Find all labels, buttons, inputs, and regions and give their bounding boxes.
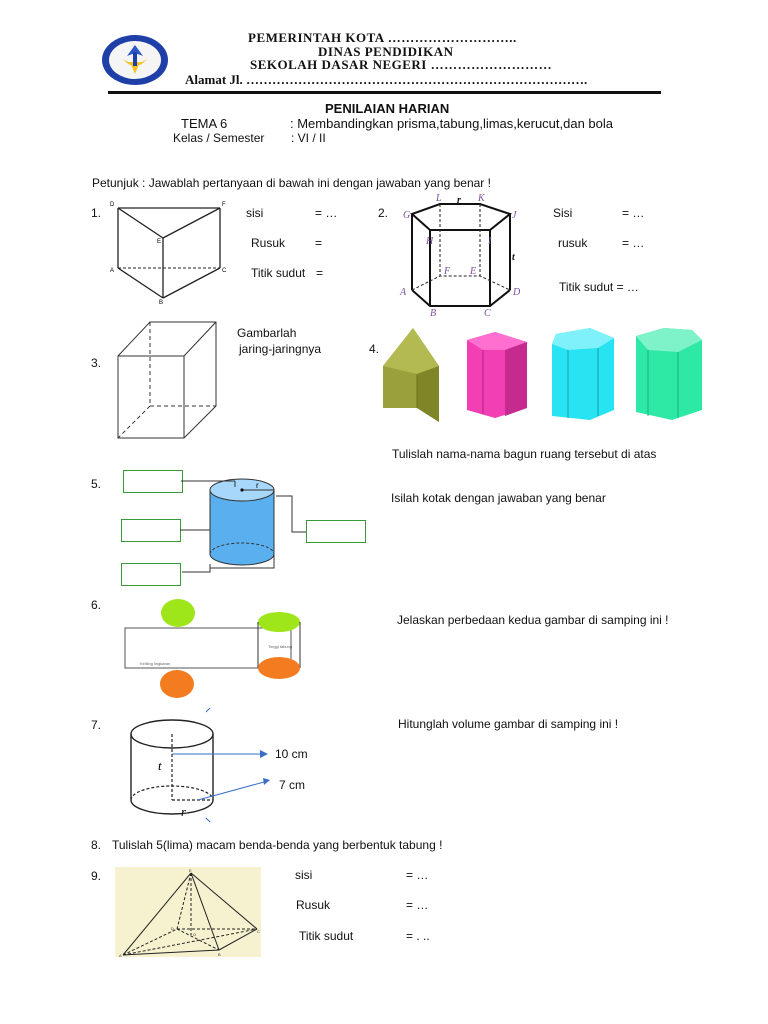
q6-cylinder-figure <box>257 612 301 679</box>
q4-pink-pentagonal-prism <box>467 332 527 418</box>
q2-label-d: D <box>512 287 521 298</box>
q2-label-t: t <box>512 252 516 263</box>
q2-label-a: A <box>399 287 407 298</box>
q2-label-k: K <box>477 193 486 204</box>
q2-label-b: B <box>430 308 436 319</box>
q9-titik-label: Titik sudut <box>299 929 354 943</box>
q9-label-d: D <box>171 926 174 931</box>
q2-titik-label: Titik sudut = … <box>559 280 639 294</box>
q3-cuboid-figure <box>117 321 217 439</box>
q5-number: 5. <box>91 477 102 491</box>
q2-label-e: E <box>469 266 476 277</box>
q2-sisi-label: Sisi <box>553 206 573 220</box>
q2-rusuk-answer[interactable]: = … <box>622 236 645 250</box>
q6-text: Jelaskan perbedaan kedua gambar di sampi… <box>397 613 669 627</box>
q9-label-b: B <box>218 952 221 957</box>
q2-label-f: F <box>443 266 451 277</box>
q9-label-c: C <box>257 929 260 934</box>
q2-hexagonal-prism-figure: L K G J H I F E A D B C r t <box>399 193 521 319</box>
q1-rusuk-answer[interactable]: = <box>315 236 323 250</box>
school-logo <box>100 34 170 86</box>
q6-cylinder-net-figure: Tinggi tabung Keliling lingkaran <box>124 599 292 698</box>
q7-dimension-height: 10 cm <box>275 747 308 761</box>
tut-wuri-handayani-logo-icon <box>102 35 168 85</box>
q1-titik-answer[interactable]: = <box>316 266 324 280</box>
q2-label-c: C <box>484 308 491 319</box>
q9-sisi-answer[interactable]: = … <box>406 868 429 882</box>
q4-text: Tulislah nama-nama bagun ruang tersebut … <box>392 447 657 461</box>
page-title: PENILAIAN HARIAN <box>325 101 450 116</box>
q3-number: 3. <box>91 356 102 370</box>
q9-square-pyramid-figure: E D O C A B <box>119 868 260 958</box>
q2-label-l: L <box>435 193 442 204</box>
q1-sisi-label: sisi <box>246 206 264 220</box>
q5-answer-box-4[interactable] <box>306 520 366 543</box>
header-divider <box>108 91 661 94</box>
q9-titik-answer[interactable]: = . .. <box>406 929 430 943</box>
q7-number: 7. <box>91 718 102 732</box>
q9-rusuk-label: Rusuk <box>296 898 331 912</box>
q7-dimension-radius: 7 cm <box>279 778 306 792</box>
q2-label-i: I <box>487 236 492 247</box>
q9-label-e: E <box>189 868 192 873</box>
q7-cylinder-figure: t r <box>130 707 270 823</box>
q1-sisi-answer[interactable]: = … <box>315 206 338 220</box>
q2-rusuk-label: rusuk <box>558 236 588 250</box>
instruction: Petunjuk : Jawablah pertanyaan di bawah … <box>92 176 491 190</box>
q4-olive-triangular-prism <box>383 328 439 422</box>
q5-answer-box-1[interactable] <box>123 470 183 493</box>
q9-rusuk-answer[interactable]: = … <box>406 898 429 912</box>
q8-text: Tulislah 5(lima) macam benda-benda yang … <box>112 838 443 852</box>
tema-label: TEMA 6 <box>181 116 228 131</box>
q2-label-j: J <box>512 210 517 221</box>
q5-text: Isilah kotak dengan jawaban yang benar <box>391 491 606 505</box>
header-line-2: DINAS PENDIDIKAN <box>318 44 454 59</box>
q5-answer-box-3[interactable] <box>121 563 181 586</box>
q1-label-e: E <box>157 239 161 245</box>
q1-label-a: A <box>110 268 114 274</box>
q1-number: 1. <box>91 206 102 220</box>
q1-label-c: C <box>222 268 227 274</box>
kelas-value: : VI / II <box>291 131 326 145</box>
q1-label-f: F <box>222 202 226 208</box>
q4-number: 4. <box>369 342 380 356</box>
q5-answer-box-2[interactable] <box>121 519 181 542</box>
q6-number: 6. <box>91 598 102 612</box>
q7-text: Hitunglah volume gambar di samping ini ! <box>398 717 619 731</box>
q9-number: 9. <box>91 869 102 883</box>
q2-label-r: r <box>457 195 461 206</box>
q7-height-label: t <box>158 758 162 773</box>
q1-label-d: D <box>110 202 115 208</box>
kelas-label: Kelas / Semester <box>173 131 265 145</box>
header-line-1: PEMERINTAH KOTA ……………………….. <box>248 30 517 45</box>
q1-triangular-prism-figure: D F E A C B <box>110 202 227 306</box>
q3-text-2: jaring-jaringnya <box>239 342 322 356</box>
q1-label-b: B <box>159 300 163 306</box>
q2-number: 2. <box>378 206 389 220</box>
q5-radius-label: r <box>256 481 259 490</box>
q2-sisi-answer[interactable]: = … <box>622 206 645 220</box>
header-address: Alamat Jl. ……………………………………………………………………. <box>185 72 588 87</box>
q2-label-g: G <box>403 210 410 221</box>
q7-radius-label: r <box>181 804 187 819</box>
q5-cylinder-figure: r <box>180 478 306 573</box>
q9-label-a: A <box>119 953 122 958</box>
tema-value: : Membandingkan prisma,tabung,limas,keru… <box>290 116 614 131</box>
q1-titik-label: Titik sudut <box>251 266 306 280</box>
q4-green-hexagonal-prism <box>636 328 702 420</box>
q1-rusuk-label: Rusuk <box>251 236 286 250</box>
q8-number: 8. <box>91 838 102 852</box>
q2-label-h: H <box>425 236 434 247</box>
header-line-3: SEKOLAH DASAR NEGERI ……………………… <box>250 57 553 72</box>
q3-text-1: Gambarlah <box>237 326 297 340</box>
q6-net-label-height: Tinggi tabung <box>268 644 292 649</box>
q6-net-label-circumference: Keliling lingkaran <box>140 661 170 666</box>
q9-label-o: O <box>193 932 196 937</box>
q4-cyan-hexagonal-prism <box>552 328 614 420</box>
q9-sisi-label: sisi <box>295 868 313 882</box>
